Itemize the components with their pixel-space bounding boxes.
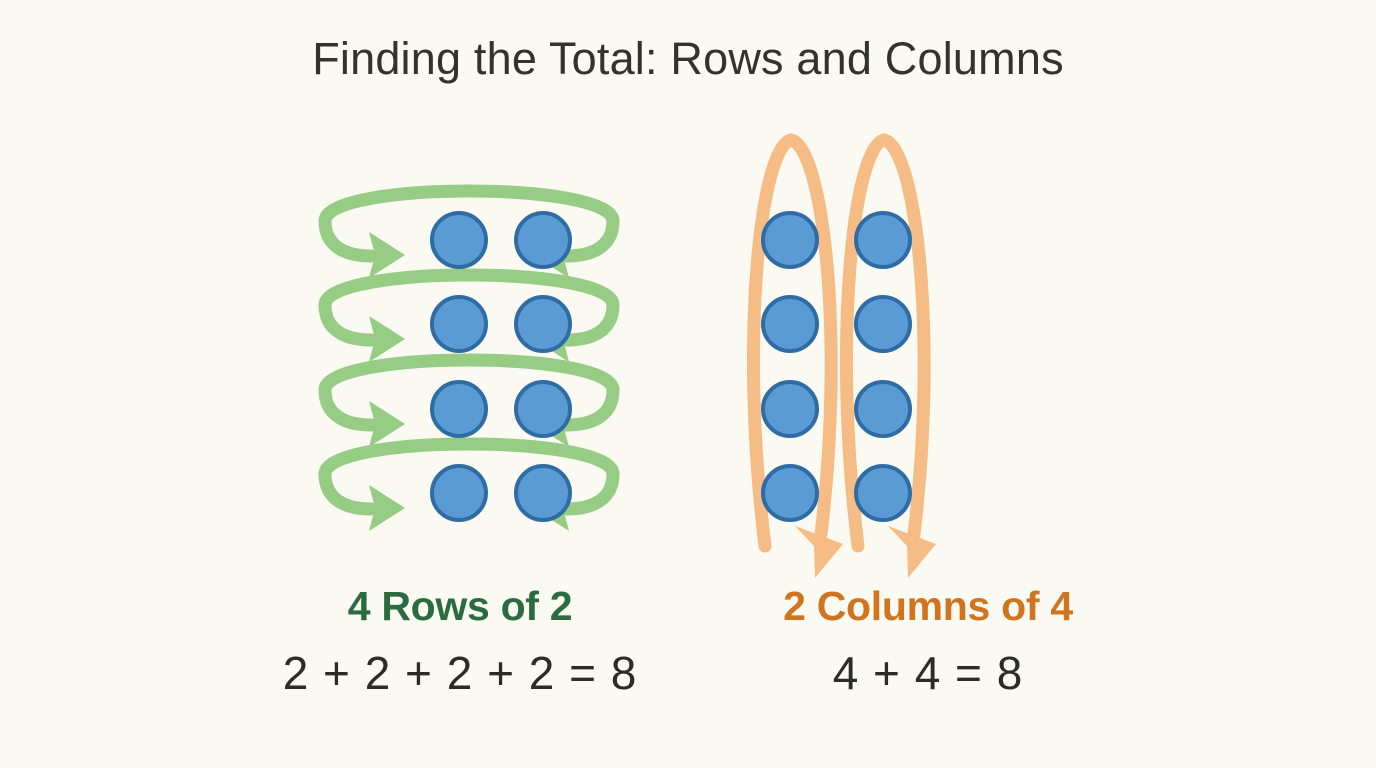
right-array-dots [761, 211, 912, 522]
dot [761, 211, 819, 269]
row-loop-group-4 [325, 444, 613, 531]
rows-caption: 4 Rows of 2 2 + 2 + 2 + 2 = 8 [250, 583, 670, 700]
columns-label: 2 Columns of 4 [783, 583, 1073, 629]
dot [761, 464, 819, 522]
column-loop-group-2 [846, 140, 936, 578]
left-array-dots [430, 211, 572, 522]
row-loop-group-1 [325, 191, 613, 278]
dot [761, 380, 819, 438]
dot [514, 380, 572, 438]
dot [514, 295, 572, 353]
dot [854, 295, 912, 353]
page-title: Finding the Total: Rows and Columns [312, 33, 1064, 84]
row-loop-group-3 [325, 360, 613, 447]
columns-caption: 2 Columns of 4 4 + 4 = 8 [718, 583, 1138, 700]
dot [854, 211, 912, 269]
rows-label: 4 Rows of 2 [347, 583, 573, 629]
columns-equation: 4 + 4 = 8 [832, 647, 1024, 699]
rows-equation: 2 + 2 + 2 + 2 = 8 [282, 647, 638, 699]
dot [430, 464, 488, 522]
row-loop-group-2 [325, 275, 613, 362]
dot [514, 464, 572, 522]
dot [761, 295, 819, 353]
dot [430, 380, 488, 438]
dot [514, 211, 572, 269]
dot [430, 295, 488, 353]
column-loop-group-1 [753, 140, 843, 578]
dot [430, 211, 488, 269]
dot [854, 464, 912, 522]
dot [854, 380, 912, 438]
